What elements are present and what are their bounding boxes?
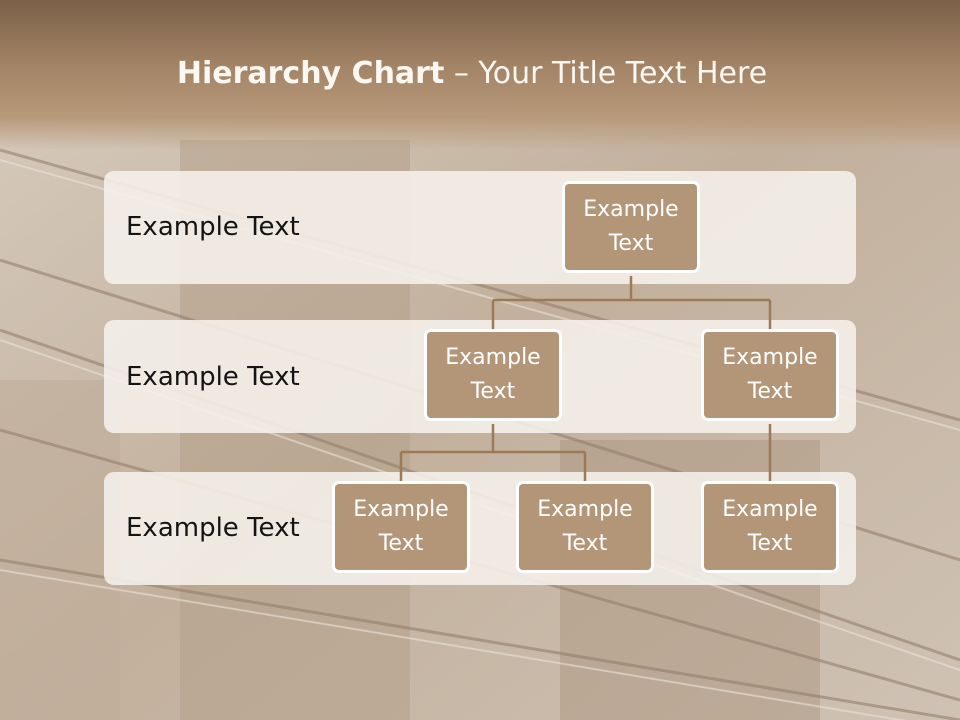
title-bar [0, 0, 960, 150]
title-rest: – Your Title Text Here [444, 56, 768, 91]
level-label-3: Example Text [126, 513, 300, 543]
level-label-2: Example Text [126, 362, 300, 392]
node-level3-right[interactable]: Example Text [701, 481, 839, 573]
node-level2-right[interactable]: Example Text [701, 329, 839, 421]
title-bold: Hierarchy Chart [176, 56, 445, 91]
level-label-1: Example Text [126, 212, 300, 242]
slide-title: Hierarchy Chart – Your Title Text Here [0, 56, 944, 91]
node-level2-left[interactable]: Example Text [424, 329, 562, 421]
node-level3-left-1[interactable]: Example Text [332, 481, 470, 573]
node-level3-left-2[interactable]: Example Text [516, 481, 654, 573]
node-root[interactable]: Example Text [562, 181, 700, 273]
level-band-1 [104, 171, 856, 284]
